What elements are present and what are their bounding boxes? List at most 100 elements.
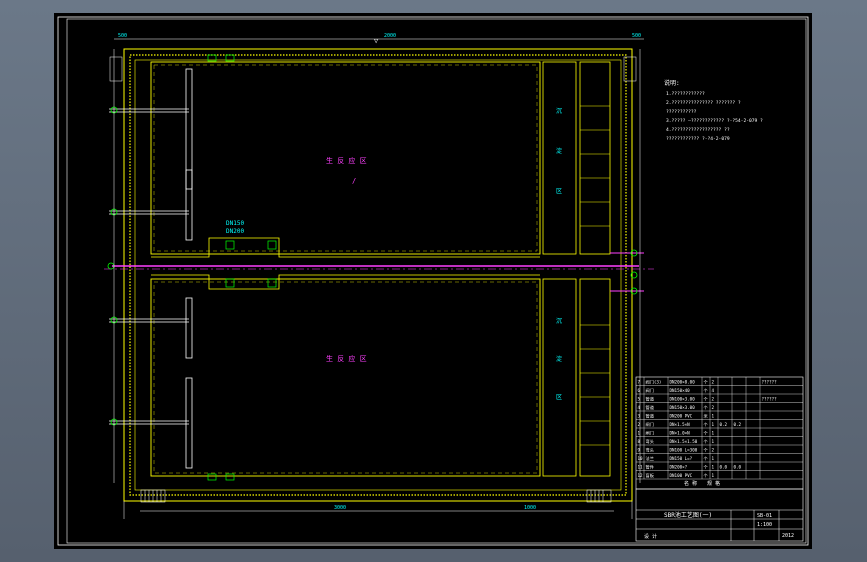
lower-tank-label: 生 反 应 区 <box>326 354 367 363</box>
table-cell: DN100 PVC <box>670 473 693 478</box>
dim-bottom-2: 1000 <box>524 505 536 511</box>
table-cell: DN200 PVC <box>670 414 693 419</box>
table-cell: 1 <box>712 431 715 436</box>
table-cell: 个 <box>704 397 709 402</box>
table-cell: 1 <box>712 465 715 470</box>
table-cell: 1 <box>712 439 715 444</box>
lower-settling-label: 沉淀区 <box>556 317 562 401</box>
table-cell: 个 <box>704 388 709 393</box>
dimension-lines <box>113 38 644 519</box>
table-cell: 8 <box>638 439 641 444</box>
upper-tank-floor <box>153 64 538 252</box>
pipe-tag-b: DN200 <box>226 228 244 235</box>
title-block-date: 2012 <box>782 533 794 539</box>
note-line: ??????????? <box>666 109 697 115</box>
table-cell: 4 <box>638 405 641 410</box>
lower-settling-zone <box>542 278 577 477</box>
table-cell: 个 <box>704 456 709 461</box>
table-cell: DN100×3.00 <box>670 397 696 402</box>
table-cell: 个 <box>704 465 709 470</box>
aeration-pipes-left <box>109 68 193 469</box>
table-cell: 1 <box>712 456 715 461</box>
table-cell: DN150×3.00 <box>670 405 696 410</box>
title-block-designer: 设 计 <box>644 533 657 540</box>
title-block-title: SBR池工艺图(一) <box>664 511 712 519</box>
table-cell: 12 <box>638 473 644 478</box>
upper-channel <box>579 61 611 255</box>
sheet-border-outer <box>57 16 809 546</box>
table-cell: 个 <box>704 439 709 444</box>
table-cell: 个 <box>704 380 709 385</box>
table-cell: 弯头 <box>646 447 654 454</box>
table-cell: 管道 <box>646 396 655 403</box>
table-cell: 9 <box>638 448 641 453</box>
table-cell: ?????? <box>762 380 778 385</box>
table-cell: 管道 <box>646 404 655 411</box>
channel-baffles <box>580 105 610 446</box>
cad-drawing[interactable]: DN150 DN200 500 2000 500 3000 1000 ▽ 生 反… <box>54 13 812 549</box>
table-cell: 阀门(3) <box>646 379 662 386</box>
pipe-tag-a: DN150 <box>226 220 244 227</box>
table-cell: 0.0 <box>720 465 728 470</box>
table-cell: 0.2 <box>734 422 742 427</box>
lower-channel <box>579 278 611 477</box>
table-cell: 米 <box>704 413 709 420</box>
note-line: 4.?????????????????? ?? <box>666 127 730 133</box>
table-cell: ?????? <box>762 397 778 402</box>
table-cell: 3 <box>638 414 641 419</box>
dim-bottom-1: 3000 <box>334 505 346 511</box>
table-cell: DN×1.5×N <box>670 422 691 427</box>
table-cell: 5 <box>638 397 641 402</box>
table-cell: 2 <box>638 422 641 427</box>
valves-right <box>630 249 638 295</box>
table-cell: 2 <box>712 397 715 402</box>
table-cell: 1 <box>712 473 715 478</box>
tank-outer-wall <box>123 48 633 502</box>
table-cell: 个 <box>704 473 709 478</box>
table-cell: 个 <box>704 405 709 410</box>
table-cell: 管件 <box>646 464 654 471</box>
drawing-sheet[interactable]: DN150 DN200 500 2000 500 3000 1000 ▽ 生 反… <box>54 13 812 549</box>
table-cell: 2 <box>712 448 715 453</box>
note-line: 3.????? —???????????? ?-?54-2-079 ? <box>666 118 763 124</box>
table-cell: DN200×8.00 <box>670 380 696 385</box>
upper-settling-zone <box>542 61 577 255</box>
title-block <box>635 488 804 542</box>
upper-settling-label: 沉淀区 <box>556 107 562 195</box>
note-line: 1.???????????? <box>666 91 705 97</box>
parts-table-header: 名 称规 格 <box>684 480 720 487</box>
inlet-boxes <box>207 54 277 481</box>
table-cell: 弯头 <box>646 438 654 445</box>
upper-tank-marker: / <box>352 177 356 185</box>
table-cell: 个 <box>704 422 709 427</box>
table-cell: 盲板 <box>646 472 655 479</box>
table-cell: DN200×? <box>670 465 688 470</box>
table-cell: 闸门 <box>646 421 654 428</box>
notes-title: 说明: <box>664 79 680 87</box>
table-cell: 0.0 <box>734 465 742 470</box>
table-cell: 1 <box>712 422 715 427</box>
central-partition <box>151 237 540 258</box>
lower-tank-inner <box>150 278 541 477</box>
table-cell: 法兰 <box>646 455 654 462</box>
table-cell: 2 <box>712 405 715 410</box>
dim-top-1: 500 <box>118 33 127 39</box>
dim-top-2: 2000 <box>384 33 396 39</box>
note-line: ???????????? ?-?4-2-079 <box>666 136 730 142</box>
central-partition-lower <box>151 274 540 290</box>
notes-list: 1.????????????2.??????????????? ??????? … <box>666 91 763 142</box>
table-cell: 个 <box>704 448 709 453</box>
table-cell: DN×1.5×1.50 <box>670 439 698 444</box>
table-cell: 个 <box>704 431 709 436</box>
table-cell: DN150×40 <box>670 388 691 393</box>
table-cell: 10 <box>638 456 644 461</box>
table-cell: 闸门 <box>646 430 654 437</box>
table-cell: 7 <box>638 380 641 385</box>
lower-tank-floor <box>153 281 538 474</box>
upper-tank-inner <box>150 61 541 255</box>
dim-top-3: 500 <box>632 33 641 39</box>
table-cell: 6 <box>638 388 641 393</box>
table-cell: 阀门 <box>646 387 654 394</box>
upper-tank-label: 生 反 应 区 <box>326 156 367 165</box>
